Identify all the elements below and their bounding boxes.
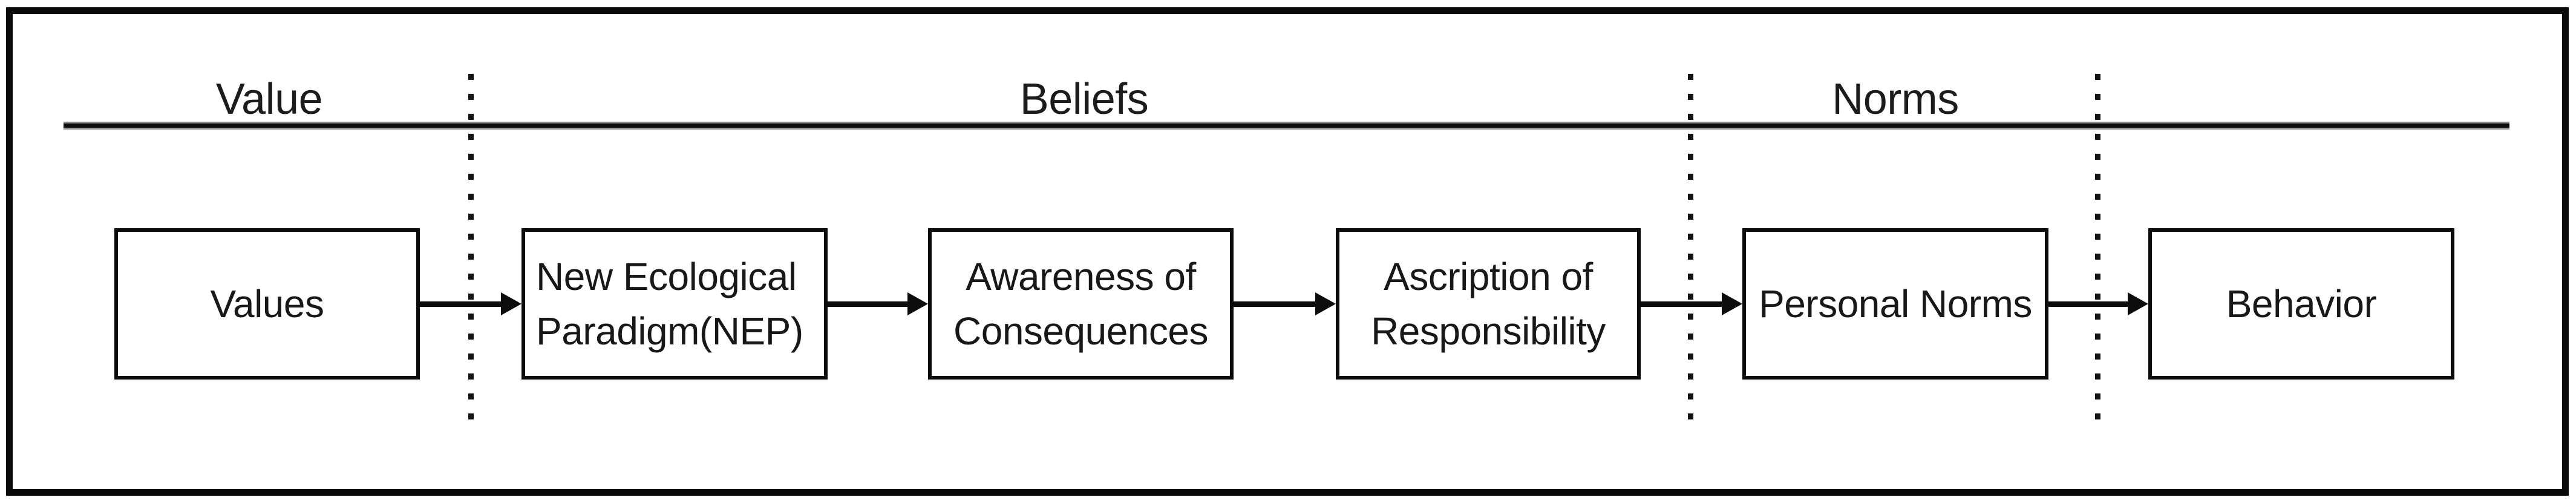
node-ascription-label-line2: Responsibility (1371, 309, 1606, 353)
node-new-ecological-paradigm: New Ecological Paradigm(NEP) (521, 228, 828, 380)
section-label-value: Value (215, 75, 323, 123)
node-values: Values (114, 228, 420, 380)
section-separator-norms-behavior (2095, 74, 2100, 432)
node-nep-label-line1: New Ecological (536, 255, 797, 298)
section-label-beliefs: Beliefs (1019, 75, 1149, 123)
node-behavior-label: Behavior (2226, 282, 2377, 326)
node-awareness-of-consequences: Awareness of Consequences (928, 228, 1234, 380)
arrow-line (1234, 301, 1317, 307)
arrow-line (420, 301, 503, 307)
arrow-head-icon (1315, 292, 1336, 315)
arrow-head-icon (2128, 292, 2148, 315)
node-nep-label-line2: Paradigm(NEP) (536, 309, 803, 353)
node-awareness-label-line2: Consequences (953, 309, 1208, 353)
arrow-head-icon (1722, 292, 1742, 315)
node-awareness-label-line1: Awareness of (966, 255, 1196, 298)
arrow-line (828, 301, 909, 307)
section-separator-value-beliefs (468, 74, 474, 432)
section-label-norms: Norms (1832, 75, 1959, 123)
node-ascription-of-responsibility: Ascription of Responsibility (1336, 228, 1641, 380)
diagram-outer-frame (6, 7, 2569, 496)
arrow-head-icon (907, 292, 928, 315)
node-ascription-label-line1: Ascription of (1384, 255, 1593, 298)
arrow-head-icon (501, 292, 521, 315)
arrow-line (1641, 301, 1724, 307)
section-header-rule (64, 122, 2509, 130)
node-behavior: Behavior (2148, 228, 2454, 380)
node-personal-norms: Personal Norms (1742, 228, 2048, 380)
arrow-line (2048, 301, 2130, 307)
section-separator-beliefs-norms (1688, 74, 1693, 432)
node-personal-norms-label: Personal Norms (1759, 282, 2032, 326)
node-values-label: Values (210, 282, 324, 326)
